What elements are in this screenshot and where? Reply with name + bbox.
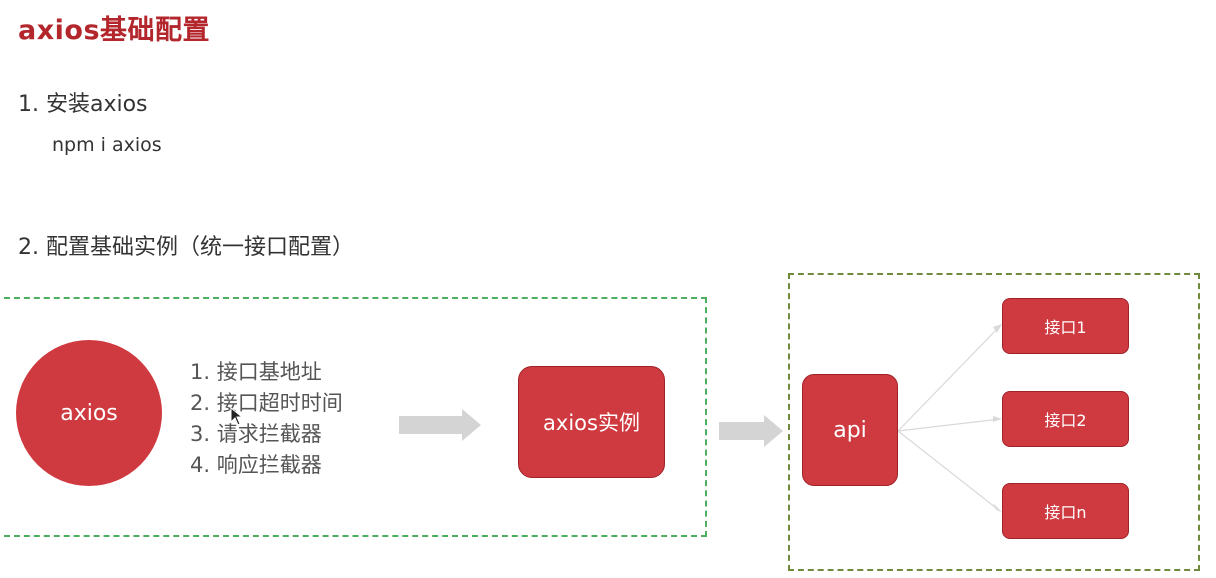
interface-label: 接口1: [1044, 318, 1087, 337]
api-node: api: [802, 374, 898, 486]
axios-node: axios: [16, 340, 162, 486]
feature-item: 3. 请求拦截器: [190, 422, 322, 446]
config-feature-list: 1. 接口基地址 2. 接口超时时间 3. 请求拦截器 4. 响应拦截器: [190, 357, 343, 481]
axios-node-label: axios: [60, 400, 118, 426]
step-2-heading: 2. 配置基础实例（统一接口配置）: [18, 235, 354, 260]
interface-label: 接口2: [1044, 411, 1087, 430]
feature-item: 2. 接口超时时间: [190, 391, 343, 415]
interface-label: 接口n: [1044, 503, 1087, 522]
connector-api-to-interface-1: [897, 325, 1001, 432]
arrow-instance-to-api: [719, 415, 783, 447]
interface-2-node: 接口2: [1002, 391, 1129, 447]
interface-1-node: 接口1: [1002, 298, 1129, 354]
step-1-heading: 1. 安装axios: [18, 92, 148, 117]
connector-api-to-interface-2: [897, 418, 1001, 432]
axios-config-group: [0, 297, 707, 537]
feature-item: 4. 响应拦截器: [190, 453, 322, 477]
axios-instance-node: axios实例: [518, 366, 665, 478]
arrowhead-interface-n: [993, 503, 1002, 512]
api-group: [788, 273, 1200, 571]
axios-instance-label: axios实例: [543, 411, 640, 435]
feature-item: 1. 接口基地址: [190, 360, 322, 384]
interface-n-node: 接口n: [1002, 483, 1129, 539]
install-command: npm i axios: [52, 134, 162, 156]
slide-title: axios基础配置: [18, 15, 211, 46]
arrowhead-interface-2: [993, 416, 1002, 422]
arrow-features-to-instance: [399, 409, 481, 441]
arrowhead-interface-1: [993, 324, 1002, 333]
api-node-label: api: [833, 417, 867, 443]
connector-api-to-interface-n: [897, 430, 1001, 512]
mouse-cursor-icon: [230, 407, 244, 426]
